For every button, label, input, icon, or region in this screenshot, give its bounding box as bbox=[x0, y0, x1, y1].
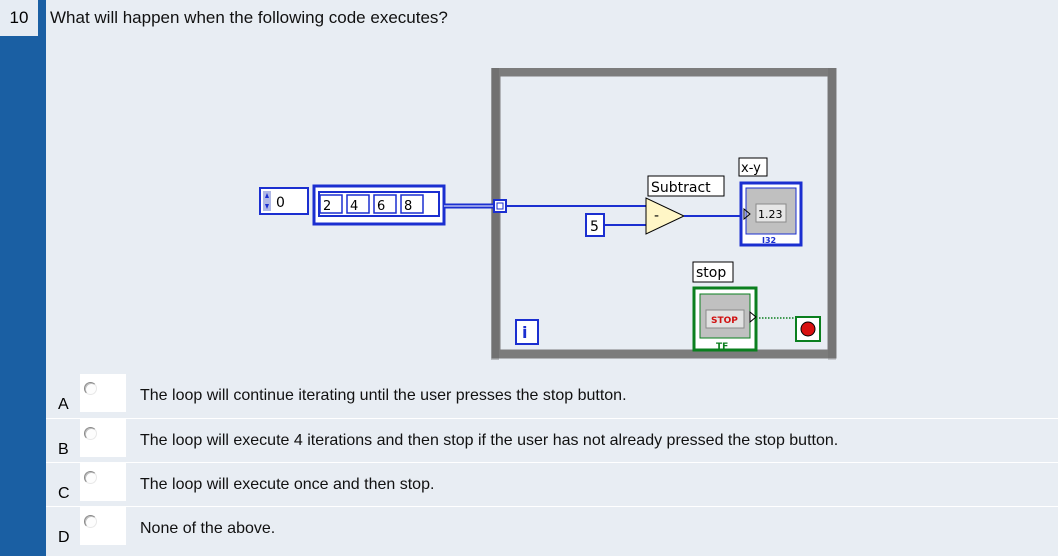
subtract-label: Subtract bbox=[651, 180, 711, 196]
index-value: 0 bbox=[276, 195, 285, 211]
indicator-label-box bbox=[738, 157, 768, 177]
option-a-radio[interactable] bbox=[84, 382, 97, 395]
array-element: 4 bbox=[350, 199, 358, 214]
option-b-radio-cell bbox=[80, 419, 126, 457]
iteration-terminal: i bbox=[515, 319, 539, 345]
tunnel-bracket bbox=[496, 202, 504, 210]
option-a-text: The loop will continue iterating until t… bbox=[140, 387, 627, 404]
array-constant: 2 4 6 8 bbox=[312, 184, 446, 226]
subtract-label-box bbox=[647, 175, 725, 197]
array-element: 2 bbox=[323, 199, 331, 214]
stop-button-terminal[interactable]: STOP TF bbox=[692, 286, 758, 352]
option-a-letter: A bbox=[58, 396, 69, 413]
xy-indicator: 1.23 I32 bbox=[739, 181, 803, 247]
stop-button-text: STOP bbox=[711, 316, 738, 326]
constant-value: 5 bbox=[590, 219, 599, 235]
array-element: 6 bbox=[377, 199, 385, 214]
option-b-text: The loop will execute 4 iterations and t… bbox=[140, 432, 839, 449]
option-c-letter: C bbox=[58, 485, 70, 502]
subtract-symbol: - bbox=[654, 208, 659, 224]
numeric-constant: 5 bbox=[585, 213, 605, 237]
option-b-radio[interactable] bbox=[84, 427, 97, 440]
option-c-radio-cell bbox=[80, 463, 126, 501]
option-d-radio-cell bbox=[80, 507, 126, 545]
option-a-row: A The loop will continue iterating until… bbox=[46, 374, 1058, 416]
question-number-strip: 10 bbox=[0, 0, 46, 556]
index-control[interactable]: 0 bbox=[259, 187, 309, 215]
indicator-type: I32 bbox=[762, 236, 776, 245]
stop-label-box bbox=[692, 261, 734, 283]
indexing-tunnel bbox=[493, 199, 507, 213]
option-b-row: B The loop will execute 4 iterations and… bbox=[46, 418, 1058, 461]
option-d-letter: D bbox=[58, 529, 70, 546]
array-element: 8 bbox=[404, 199, 412, 214]
option-c-radio[interactable] bbox=[84, 471, 97, 484]
stop-condition-terminal[interactable] bbox=[795, 316, 821, 342]
question-text: What will happen when the following code… bbox=[50, 8, 448, 27]
option-d-row: D None of the above. bbox=[46, 506, 1058, 549]
option-c-text: The loop will execute once and then stop… bbox=[140, 476, 435, 493]
option-d-text: None of the above. bbox=[140, 520, 276, 537]
option-c-row: C The loop will execute once and then st… bbox=[46, 462, 1058, 505]
question-content: What will happen when the following code… bbox=[46, 0, 1058, 556]
option-b-letter: B bbox=[58, 441, 69, 458]
indicator-label: x-y bbox=[741, 161, 761, 176]
option-a-radio-cell bbox=[80, 374, 126, 412]
stop-label: stop bbox=[696, 265, 726, 281]
stop-type: TF bbox=[716, 342, 728, 352]
indicator-value: 1.23 bbox=[758, 208, 783, 221]
labview-block-diagram: 0 2 4 6 8 5 Subtract bbox=[259, 68, 837, 360]
iteration-label: i bbox=[522, 323, 527, 342]
subtract-function bbox=[645, 197, 686, 235]
option-d-radio[interactable] bbox=[84, 515, 97, 528]
question-number: 10 bbox=[0, 0, 38, 36]
